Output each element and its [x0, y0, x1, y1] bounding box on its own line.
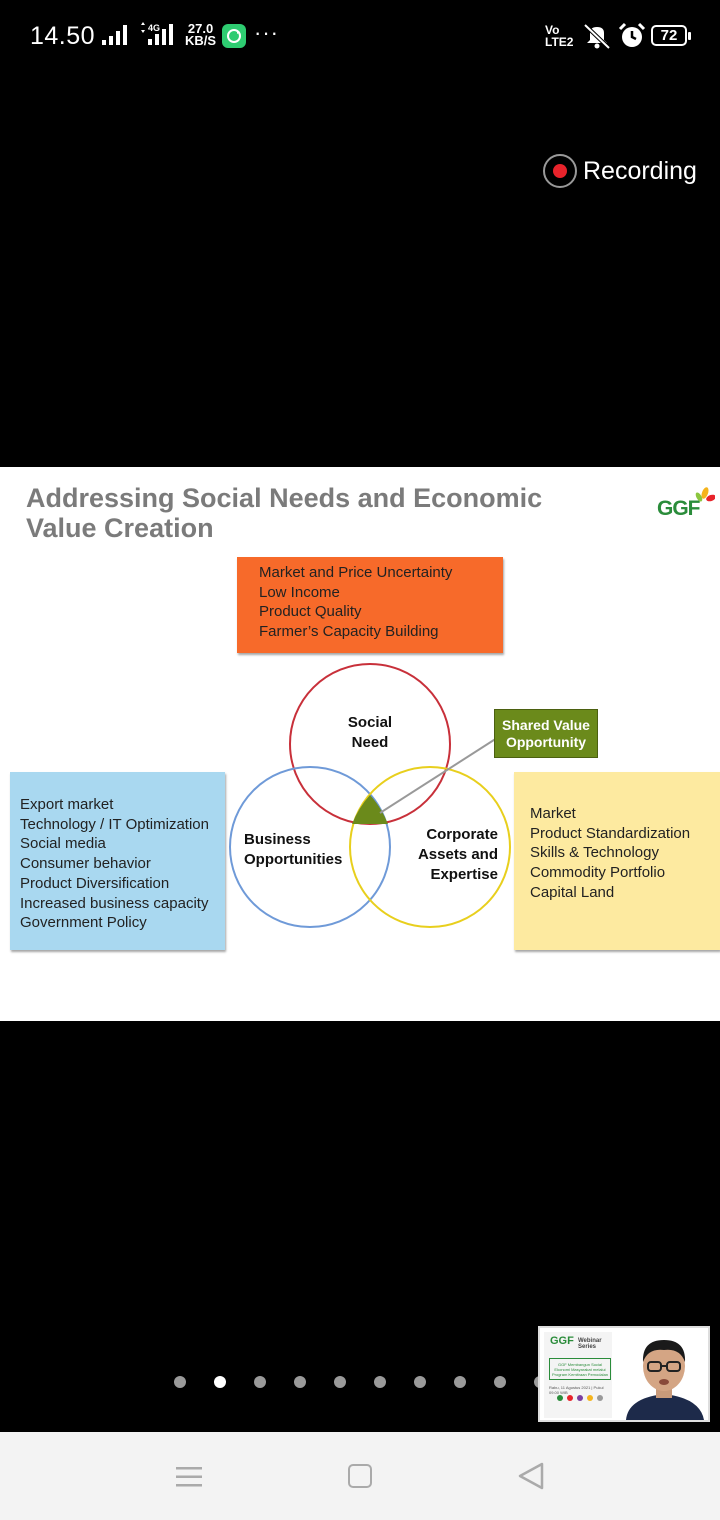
slide-title: Addressing Social Needs and Economic Val… [26, 483, 546, 543]
battery-level: 72 [660, 27, 678, 44]
video-thumbnail[interactable]: GGF Webinar Series GGF Membangun Social … [538, 1326, 710, 1422]
page-dot[interactable] [254, 1376, 266, 1388]
corporate-label-line: Assets and [417, 846, 498, 863]
page-dot[interactable] [294, 1376, 306, 1388]
menu-icon[interactable] [176, 1465, 202, 1489]
business-item: Increased business capacity [20, 894, 209, 912]
network-speed: 27.0 KB/S [185, 21, 217, 48]
shared-value-line: Shared Value [502, 717, 590, 733]
alarm-icon [618, 22, 646, 47]
network-speed-value: 27.0 [187, 21, 214, 36]
poster-card-line: Ekonomi Masyarakat melalui [554, 1367, 606, 1372]
slide-title-line-1: Addressing Social Needs and Economic [26, 483, 543, 513]
shared-value-region [352, 795, 388, 824]
page-indicator [174, 1376, 574, 1390]
shared-value-pointer [379, 737, 498, 814]
social-need-item: Product Quality [259, 603, 362, 621]
poster-card-line: GGF Membangun Social [557, 1362, 603, 1367]
corporate-item: Commodity Portfolio [530, 864, 666, 882]
social-needs-box: Market and Price Uncertainty Low Income … [237, 557, 503, 653]
corporate-item: Skills & Technology [530, 844, 659, 862]
recording-indicator[interactable]: Recording [543, 153, 697, 189]
page-dot[interactable] [174, 1376, 186, 1388]
social-need-label-line: Social [347, 714, 393, 731]
poster-card: GGF Membangun Social Ekonomi Masyarakat … [549, 1358, 611, 1380]
venn-diagram [229, 663, 511, 928]
record-icon [543, 154, 577, 188]
page-dot[interactable] [374, 1376, 386, 1388]
volte-bottom: LTE2 [545, 35, 574, 49]
business-item: Government Policy [20, 914, 147, 932]
page-dot[interactable] [414, 1376, 426, 1388]
business-label-line: Business [244, 831, 311, 848]
corporate-item: Capital Land [530, 883, 615, 901]
app-sync-icon [222, 24, 246, 48]
poster-logo: GGF [550, 1335, 574, 1347]
leaf-icon [695, 487, 715, 502]
presenter-video [618, 1332, 708, 1420]
poster-subtitle: Webinar Series [578, 1338, 602, 1350]
volte-icon: Vo LTE2 [545, 24, 573, 48]
volte-top: Vo [545, 23, 560, 37]
social-need-item: Farmer’s Capacity Building [259, 623, 439, 641]
corporate-item: Product Standardization [530, 824, 691, 842]
business-label: Business Opportunities [244, 830, 354, 870]
status-bar: 14.50 4G 27.0 KB/S ··· Vo LTE2 72 [0, 0, 720, 72]
corporate-circle [349, 766, 511, 928]
page-dot[interactable] [334, 1376, 346, 1388]
mute-icon [583, 23, 611, 50]
corporate-label-line: Corporate [426, 826, 498, 843]
navigation-bar [0, 1432, 720, 1520]
social-need-label: Social Need [330, 713, 410, 753]
partner-logos [557, 1395, 603, 1401]
social-need-item: Low Income [259, 583, 340, 601]
corporate-label: Corporate Assets and Expertise [402, 825, 498, 885]
ggf-logo-text: GGF [657, 497, 700, 520]
more-notifications: ··· [254, 20, 279, 45]
poster-card-line: Program Kemitraan Pemodalan [551, 1372, 609, 1377]
slide-title-line-2: Value Creation [26, 513, 214, 543]
business-item: Consumer behavior [20, 855, 151, 873]
business-item: Social media [20, 835, 106, 853]
shared-value-box: Shared Value Opportunity [494, 709, 598, 758]
business-item: Export market [20, 796, 114, 813]
corporate-label-line: Expertise [430, 866, 498, 883]
battery-icon: 72 [651, 25, 691, 46]
poster-date: Rabu, 11 Agustus 2021 | Pukul 09.00 WIB [549, 1385, 604, 1395]
business-item: Technology / IT Optimization [20, 815, 209, 833]
corporate-assets-box: Market Product Standardization Skills & … [514, 772, 720, 950]
business-item: Product Diversification [20, 874, 170, 892]
signal-4g-icon: 4G [141, 22, 173, 45]
back-icon[interactable] [518, 1462, 544, 1490]
social-need-label-line: Need [351, 734, 389, 751]
business-opportunities-box: Export market Technology / IT Optimizati… [10, 772, 225, 950]
page-dot[interactable] [494, 1376, 506, 1388]
page-dot-active[interactable] [214, 1376, 226, 1388]
recording-label: Recording [583, 156, 697, 185]
home-icon[interactable] [348, 1464, 372, 1488]
network-type: 4G [148, 23, 160, 33]
webinar-poster: GGF Webinar Series GGF Membangun Social … [544, 1332, 612, 1418]
page-dot[interactable] [454, 1376, 466, 1388]
business-circle [229, 766, 391, 928]
presentation-slide[interactable]: Addressing Social Needs and Economic Val… [0, 467, 720, 1021]
network-speed-unit: KB/S [185, 33, 217, 48]
business-label-line: Opportunities [244, 851, 343, 868]
status-time: 14.50 [30, 22, 96, 50]
social-need-item: Market and Price Uncertainty [259, 564, 453, 581]
corporate-item: Market [530, 805, 576, 822]
shared-value-line: Opportunity [505, 734, 587, 750]
ggf-logo: GGF [657, 487, 715, 521]
signal-icon [102, 25, 127, 45]
